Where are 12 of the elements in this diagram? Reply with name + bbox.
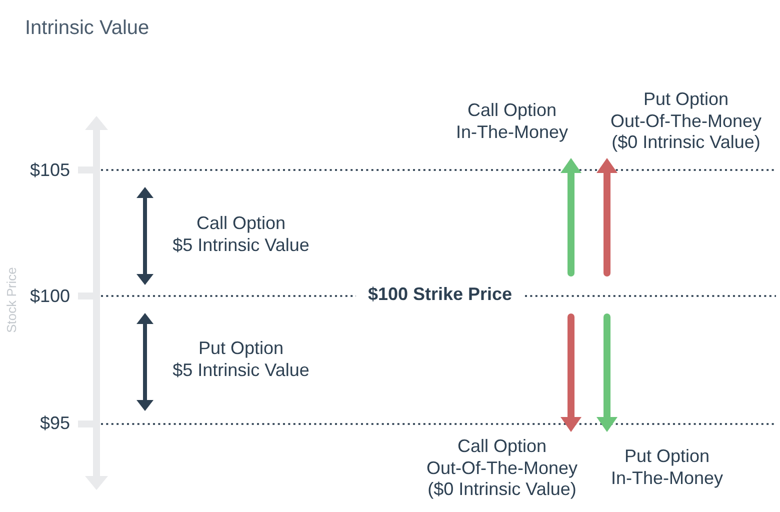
option-label: Call Option Out-Of-The-Money ($0 Intrinsic Value)	[426, 436, 578, 500]
option-label: Call Option In-The-Money	[456, 100, 568, 143]
option-label: Put Option In-The-Money	[610, 446, 724, 489]
chart-title: Intrinsic Value	[25, 16, 150, 40]
intrinsic-value-caption: Call Option $5 Intrinsic Value	[172, 213, 310, 256]
intrinsic-value-caption: Put Option $5 Intrinsic Value	[172, 338, 310, 381]
option-label: Put Option Out-Of-The-Money ($0 Intrinsic Value)	[610, 89, 762, 154]
price-tick-label: $105	[30, 159, 70, 181]
axis-title: Stock Price	[4, 267, 20, 333]
strike-price-label: $100 Strike Price	[368, 283, 512, 305]
price-tick-label: $95	[40, 412, 70, 434]
price-tick-label: $100	[30, 285, 70, 307]
